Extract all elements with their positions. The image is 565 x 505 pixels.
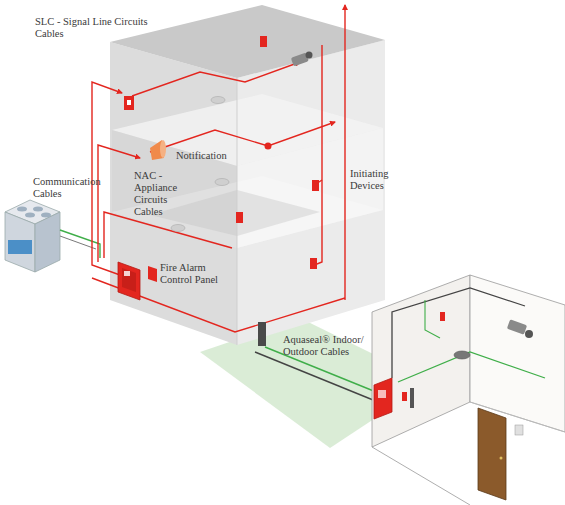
- initiating-device-part: [260, 36, 267, 47]
- text-label: Communication Cables: [33, 176, 105, 200]
- house-part: [402, 392, 407, 401]
- smoke-detector-part: [211, 97, 225, 104]
- house-part: [470, 275, 565, 432]
- house: [372, 275, 565, 505]
- smoke-detector-part: [171, 225, 185, 232]
- initiating-device-part: [310, 258, 317, 269]
- outdoor-cable-part: [258, 322, 266, 346]
- text-label: Initiating Devices: [350, 168, 420, 192]
- outdoor-cable-part: [255, 352, 378, 402]
- communication-cable: [60, 230, 100, 258]
- circuit-wire: [92, 5, 345, 332]
- circuit-wire-part: [104, 212, 232, 258]
- building-part: [237, 40, 385, 345]
- server-cabinet-part: [33, 207, 43, 212]
- notification-horn: [150, 140, 166, 160]
- circuit-wire-part: [312, 45, 322, 266]
- building-part: [110, 5, 385, 78]
- initiating-device-part: [124, 96, 134, 110]
- text-label: SLC - Signal Line Circuits Cables: [35, 16, 165, 40]
- circuit-wire-part: [132, 62, 300, 96]
- house-part: [372, 447, 470, 505]
- control-panel-part: [118, 262, 140, 300]
- communication-cable-part: [60, 230, 100, 258]
- house-part: [378, 390, 386, 398]
- outdoor-cable: [255, 322, 386, 402]
- circuit-wire-part: [150, 122, 335, 152]
- control-panel: [118, 262, 157, 300]
- building-part: [110, 42, 237, 345]
- control-panel-part: [148, 266, 157, 282]
- server-cabinet: [5, 200, 60, 272]
- notification-horn-part: [160, 140, 166, 158]
- server-cabinet-part: [5, 212, 35, 272]
- server-cabinet-part: [17, 207, 27, 212]
- house-part: [440, 312, 445, 321]
- control-panel-part: [122, 268, 136, 292]
- text-label: Aquaseal® Indoor/ Outdoor Cables: [283, 334, 383, 358]
- house-part: [374, 378, 392, 419]
- building-part: [237, 78, 238, 345]
- camera-part: [306, 52, 313, 59]
- server-cabinet-part: [35, 212, 60, 272]
- initiating-device-part: [312, 180, 319, 191]
- circuit-wire-part: [344, 5, 345, 300]
- house-part: [478, 408, 506, 500]
- server-cabinet-part: [25, 213, 35, 218]
- building-part: [150, 190, 320, 236]
- server-cabinet-part: [41, 213, 51, 218]
- smoke-detector: [171, 97, 229, 232]
- server-cabinet-part: [8, 240, 32, 254]
- house-part: [515, 425, 523, 435]
- communication-cable-part: [60, 236, 96, 249]
- house-part: [507, 319, 527, 335]
- initiating-device-part: [127, 100, 131, 105]
- initiating-device: [124, 36, 319, 269]
- smoke-detector-part: [215, 179, 229, 186]
- house-part: [500, 457, 503, 460]
- house-part: [525, 330, 533, 338]
- house-part: [410, 388, 414, 408]
- house-part: [454, 351, 470, 359]
- circuit-wire-part: [265, 143, 272, 150]
- text-label: Fire Alarm Control Panel: [160, 262, 220, 286]
- text-label: Notification: [176, 150, 246, 162]
- house-part: [425, 300, 440, 338]
- camera: [291, 52, 313, 67]
- text-label: NAC - Appliance Circuits Cables: [134, 170, 190, 218]
- initiating-device-part: [236, 212, 243, 223]
- house-part: [372, 275, 470, 447]
- house-part: [398, 352, 545, 382]
- building: [110, 5, 385, 345]
- control-panel-part: [124, 271, 130, 276]
